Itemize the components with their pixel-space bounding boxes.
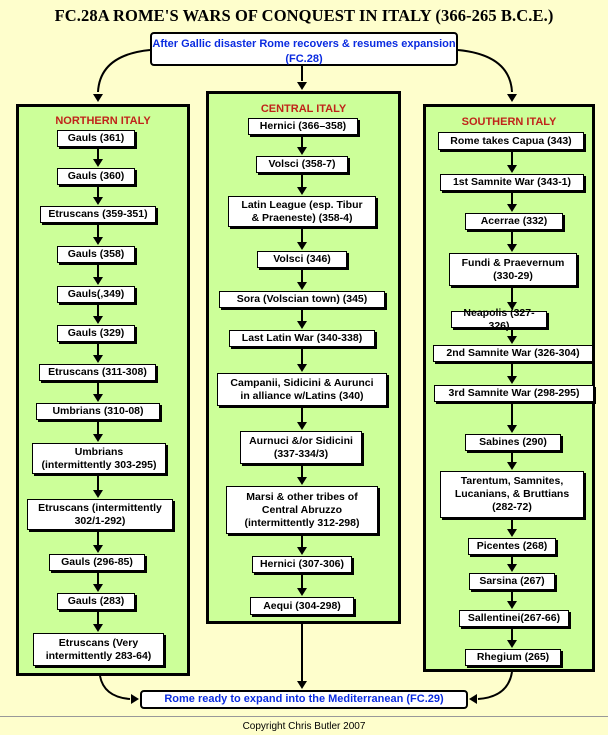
arrow-head: [297, 321, 307, 329]
event-box: 3rd Samnite War (298-295): [434, 385, 594, 402]
arrow-head: [507, 601, 517, 609]
arrow-curve: [477, 671, 513, 700]
arrow-head: [93, 490, 103, 498]
event-box: Rhegium (265): [465, 649, 561, 666]
arrow-head: [93, 197, 103, 205]
event-box: Aequi (304-298): [250, 597, 354, 615]
event-box: Campanii, Sidicini & Aurunci in alliance…: [217, 373, 387, 406]
event-box: Umbrians (310-08): [36, 403, 160, 420]
page-title: FC.28A ROME'S WARS OF CONQUEST IN ITALY …: [54, 6, 554, 25]
copyright-text: Copyright Chris Butler 2007: [242, 721, 366, 732]
arrow-head: [507, 94, 517, 102]
arrow-curve: [457, 49, 513, 93]
arrow-head: [507, 302, 517, 310]
top-box: After Gallic disaster Rome recovers & re…: [150, 32, 458, 66]
northern-italy-panel: NORTHERN ITALY: [16, 104, 190, 676]
arrow-head: [93, 237, 103, 245]
arrow-head: [507, 336, 517, 344]
arrow-head: [93, 159, 103, 167]
event-box: Umbrians (intermittently 303-295): [32, 443, 166, 474]
divider: [0, 716, 608, 717]
arrow-head: [93, 355, 103, 363]
arrow-head: [507, 425, 517, 433]
event-box: Gauls (283): [57, 593, 135, 610]
event-box: Gauls (358): [57, 246, 135, 263]
event-box: Picentes (268): [468, 538, 556, 555]
arrow-head: [507, 564, 517, 572]
arrow-curve: [97, 49, 151, 93]
event-box: Hernici (366–358): [248, 118, 358, 135]
event-box: Sora (Volscian town) (345): [219, 291, 385, 308]
arrow-head: [297, 187, 307, 195]
arrow-head: [297, 242, 307, 250]
arrow-head: [507, 165, 517, 173]
arrow-head: [93, 434, 103, 442]
arrow-head: [507, 640, 517, 648]
event-box: Gauls (329): [57, 325, 135, 342]
event-box: Etruscans (intermittently 302/1-292): [27, 499, 173, 530]
event-box: Volsci (358-7): [256, 156, 348, 173]
event-box: Gauls(,349): [57, 286, 135, 303]
event-box: Sabines (290): [465, 434, 561, 451]
event-box: Etruscans (311-308): [39, 364, 156, 381]
arrow-head: [93, 94, 103, 102]
event-box: Hernici (307-306): [252, 556, 352, 573]
central-italy-panel: CENTRAL ITALY: [206, 91, 401, 624]
arrow-head: [297, 282, 307, 290]
event-box: 2nd Samnite War (326-304): [433, 345, 593, 362]
event-box: Tarentum, Samnites, Lucanians, & Bruttia…: [440, 471, 584, 518]
arrow-head: [93, 545, 103, 553]
arrow-head: [297, 477, 307, 485]
arrow-head: [93, 316, 103, 324]
arrow-head: [507, 244, 517, 252]
arrow-head: [297, 422, 307, 430]
event-box: Aurnuci &/or Sidicini (337-334/3): [240, 431, 362, 464]
arrow-head: [297, 547, 307, 555]
column-heading: SOUTHERN ITALY: [461, 116, 557, 128]
event-box: Etruscans (359-351): [40, 206, 156, 223]
arrow-head: [297, 588, 307, 596]
arrow-head: [93, 394, 103, 402]
arrow-curve: [99, 675, 131, 700]
arrow-head: [297, 364, 307, 372]
event-box: Gauls (296-85): [49, 554, 145, 571]
column-heading: CENTRAL ITALY: [260, 103, 347, 115]
arrow-head: [93, 584, 103, 592]
event-box: Last Latin War (340-338): [229, 330, 375, 347]
event-box: 1st Samnite War (343-1): [440, 174, 584, 191]
arrow-head: [507, 462, 517, 470]
event-box: Sarsina (267): [469, 573, 555, 590]
column-heading: NORTHERN ITALY: [55, 115, 151, 127]
event-box: Latin League (esp. Tibur & Praeneste) (3…: [228, 196, 376, 227]
event-box: Volsci (346): [257, 251, 347, 268]
event-box: Marsi & other tribes of Central Abruzzo …: [226, 486, 378, 534]
arrow-head: [507, 204, 517, 212]
event-box: Gauls (361): [57, 130, 135, 147]
arrow-head: [131, 694, 139, 704]
arrow-head: [297, 681, 307, 689]
event-box: Etruscans (Very intermittently 283-64): [33, 633, 164, 666]
arrow-head: [297, 147, 307, 155]
arrow-head: [93, 277, 103, 285]
event-box: Acerrae (332): [465, 213, 563, 230]
arrow-head: [507, 376, 517, 384]
event-box: Sallentinei(267-66): [459, 610, 569, 627]
event-box: Gauls (360): [57, 168, 135, 185]
event-box: Rome takes Capua (343): [438, 132, 584, 150]
bottom-box: Rome ready to expand into the Mediterran…: [140, 690, 468, 709]
arrow-head: [469, 694, 477, 704]
arrow-head: [507, 529, 517, 537]
arrow-head: [297, 82, 307, 90]
event-box: Fundi & Praevernum (330-29): [449, 253, 577, 286]
arrow-head: [93, 624, 103, 632]
